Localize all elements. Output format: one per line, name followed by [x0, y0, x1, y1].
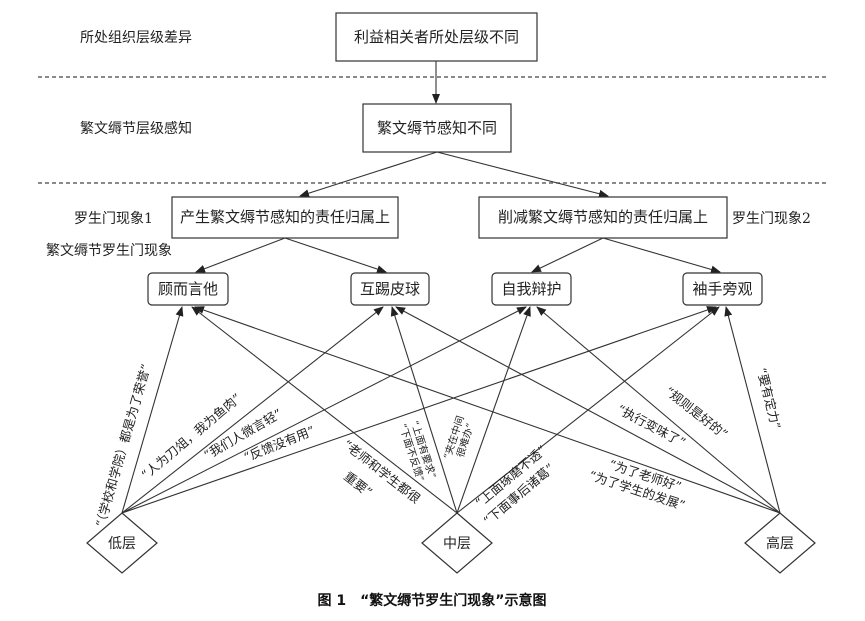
behavior-text-0: 顾而言他	[158, 280, 218, 298]
node-resp-right-box	[478, 196, 728, 239]
behavior-node: 互踢皮球	[350, 272, 430, 306]
edge-resp-right-to-b2	[531, 237, 604, 273]
behavior-box-3	[682, 272, 763, 306]
behavior-box-1	[350, 272, 430, 306]
edge-resp-left-to-b0	[195, 237, 286, 273]
level-text-low: 低层	[108, 536, 136, 552]
level-diamond-mid	[421, 512, 493, 574]
behavior-text-1: 互踢皮球	[360, 280, 420, 298]
edge-mid-to-b1	[390, 306, 458, 514]
level-text-high: 高层	[766, 535, 794, 552]
behavior-box-2	[491, 272, 572, 306]
edge-high-to-b0	[194, 306, 781, 514]
figure-caption: 图 1 “繁文缛节罗生门现象”示意图	[317, 592, 546, 609]
behavior-text-2: 自我辩护	[501, 280, 561, 298]
behavior-node: 自我辩护	[491, 272, 572, 306]
edge-perception-to-resp-right	[436, 151, 609, 198]
edge-label-mid-b0-line2: 重要”	[341, 469, 375, 500]
row-label-perception: 繁文缛节层级感知	[80, 120, 192, 137]
row-label-org-level: 所处组织层级差异	[80, 30, 192, 46]
edge-label-low-b0: “（学校和学院）都是为了荣誉”	[92, 362, 153, 529]
behavior-node: 袖手旁观	[682, 272, 763, 306]
edge-perception-to-resp-left	[299, 151, 438, 198]
level-node: 高层	[744, 512, 816, 574]
level-node: 中层	[421, 512, 493, 574]
node-perception-box	[362, 103, 512, 153]
node-top-text: 利益相关者所处层级不同	[354, 28, 519, 46]
behavior-text-3: 袖手旁观	[692, 280, 752, 298]
behavior-node: 顾而言他	[147, 272, 229, 306]
phenomenon2-label: 罗生门现象2	[732, 211, 811, 227]
row-label-rashomon: 繁文缛节罗生门现象	[46, 242, 172, 259]
level-diamond-low	[86, 512, 158, 574]
edge-resp-left-to-b1	[284, 237, 387, 273]
level-node: 低层	[86, 512, 158, 574]
edge-low-to-b3	[121, 306, 717, 514]
edge-mid-to-b2	[456, 306, 531, 514]
node-resp-left-box	[171, 196, 399, 239]
behavior-box-0	[147, 272, 229, 306]
edge-low-to-b1	[121, 306, 384, 514]
edge-high-to-b2	[536, 306, 781, 514]
phenomenon1-label: 罗生门现象1	[74, 211, 153, 227]
level-text-mid: 中层	[443, 536, 471, 552]
edge-low-to-b0	[121, 306, 184, 514]
edge-mid-to-b0	[191, 306, 458, 514]
node-perception-text: 繁文缛节感知不同	[377, 119, 497, 137]
node-resp-left-text: 产生繁文缛节感知的责任归属上	[180, 208, 390, 226]
edge-high-to-b3	[724, 306, 781, 514]
edge-resp-right-to-b3	[602, 237, 721, 274]
node-resp-right-text: 削减繁文缛节感知的责任归属上	[498, 208, 708, 226]
edge-label-high-b3: “要有定力”	[754, 366, 784, 431]
edge-high-to-b1	[395, 306, 781, 514]
level-diamond-high	[744, 512, 816, 574]
